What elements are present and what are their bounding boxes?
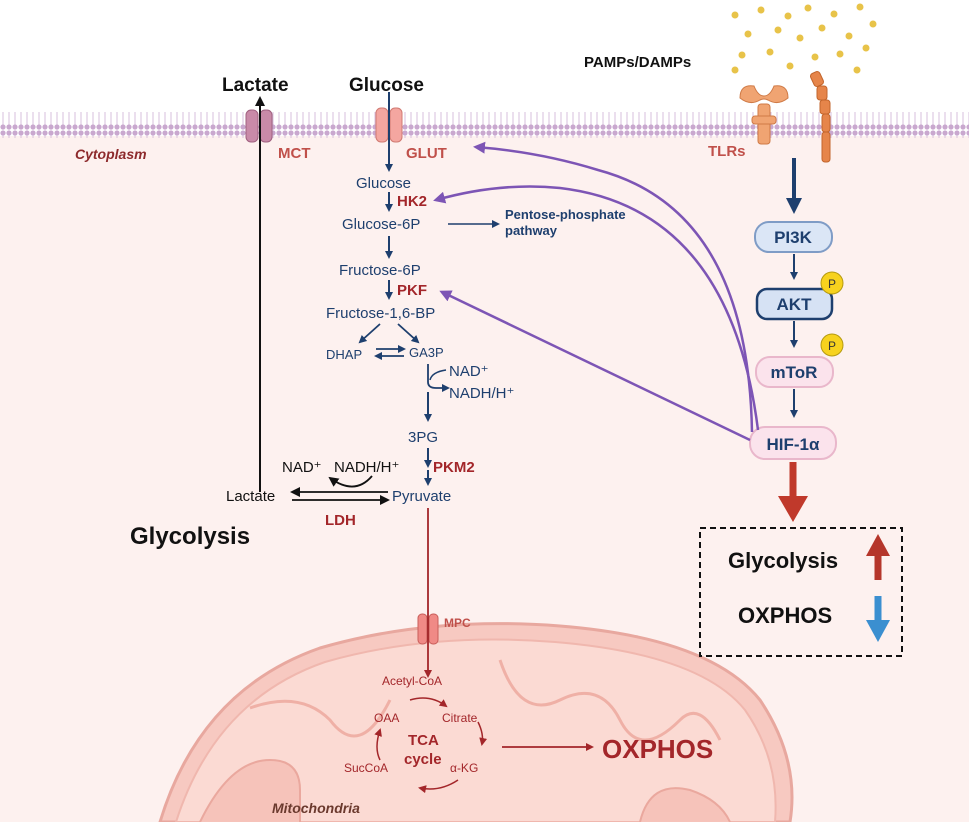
arrow-nadh-to-nad	[328, 475, 373, 488]
arrow-nad-reduction	[427, 364, 450, 392]
mtor-node	[755, 356, 834, 388]
pi3k-label: PI3K	[774, 228, 813, 247]
tlr-receptor	[739, 85, 789, 145]
mtor-phospho-label: P	[828, 339, 836, 353]
nad-label: NAD⁺	[449, 363, 489, 380]
nadh-label: NADH/H⁺	[449, 385, 514, 402]
3pg-label: 3PG	[408, 429, 438, 446]
g6p-label: Glucose-6P	[342, 216, 420, 233]
mtor-label: mToR	[771, 363, 818, 382]
oaa-label: OAA	[374, 711, 399, 725]
pamps-label: PAMPs/DAMPs	[584, 54, 691, 71]
hif-to-hk2-arrow	[433, 185, 760, 431]
mpc-transporter	[417, 613, 439, 645]
arrow-tca-2	[477, 721, 488, 746]
citrate-label: Citrate	[442, 711, 478, 725]
glycolysis-up-arrow-head	[866, 534, 890, 556]
pi3k-node	[754, 221, 833, 253]
glucose-label: Glucose	[356, 175, 411, 192]
glucose-out-label: Glucose	[349, 75, 424, 96]
ga3p-label: GA3P	[409, 345, 444, 360]
succoa-label: SucCoA	[344, 761, 388, 775]
glycolysis-title: Glycolysis	[130, 523, 250, 550]
hif-to-glut-arrow	[473, 141, 754, 433]
tca-label-2: cycle	[404, 751, 442, 768]
tca-label-1: TCA	[408, 732, 439, 749]
mitochondrion	[158, 622, 794, 822]
arrow-tca-1	[409, 697, 448, 708]
akt-phospho-icon	[820, 271, 844, 295]
f6p-label: Fructose-6P	[339, 262, 421, 279]
ppp-label-1: Pentose-phosphate	[505, 207, 626, 222]
nadh-ldh-label: NADH/H⁺	[334, 459, 399, 476]
mtor-phospho-icon	[820, 333, 844, 357]
mpc-label: MPC	[444, 616, 471, 630]
pamps-particles	[731, 3, 877, 74]
mitochondria-label: Mitochondria	[272, 800, 360, 816]
glut-label: GLUT	[406, 145, 447, 162]
akt-phospho-label: P	[828, 277, 836, 291]
akg-label: α-KG	[450, 761, 478, 775]
f16bp-label: Fructose-1,6-BP	[326, 305, 435, 322]
hif-output-arrow-head	[778, 496, 808, 522]
arrow-tca-3	[418, 779, 459, 794]
nad-ldh-label: NAD⁺	[282, 459, 322, 476]
hk2-label: HK2	[397, 193, 427, 210]
pkf-label: PKF	[397, 282, 427, 299]
ldh-label: LDH	[325, 512, 356, 529]
cell-membrane	[0, 112, 969, 138]
pkm2-label: PKM2	[433, 459, 475, 476]
pyruvate-label: Pyruvate	[392, 488, 451, 505]
lactate-out-label: Lactate	[222, 75, 289, 96]
arrow-to-dhap	[358, 323, 381, 344]
ppp-label-2: pathway	[505, 223, 558, 238]
box-oxphos-label: OXPHOS	[738, 603, 832, 628]
dhap-label: DHAP	[326, 347, 362, 362]
hif-node	[749, 426, 837, 460]
acetylcoa-label: Acetyl-CoA	[382, 674, 442, 688]
akt-node	[755, 287, 834, 321]
mct-transporter	[245, 109, 273, 143]
hif-label: HIF-1α	[767, 435, 821, 454]
arrow-to-ga3p	[397, 323, 420, 344]
oxphos-down-arrow-head	[866, 620, 890, 642]
arrow-tca-4	[374, 728, 382, 761]
mct-label: MCT	[278, 145, 311, 162]
tlrs-label: TLRs	[708, 143, 746, 160]
tlr-chain	[809, 71, 831, 163]
hif-to-pkf-arrow	[439, 290, 751, 442]
outcome-box	[699, 527, 903, 657]
arrow-nad-in	[429, 369, 447, 381]
cytoplasm-label: Cytoplasm	[75, 146, 147, 162]
glut-transporter	[375, 107, 403, 143]
lactate-label: Lactate	[226, 488, 275, 505]
akt-label: AKT	[777, 295, 813, 314]
box-glycolysis-label: Glycolysis	[728, 548, 838, 573]
mito-oxphos-label: OXPHOS	[602, 734, 713, 764]
